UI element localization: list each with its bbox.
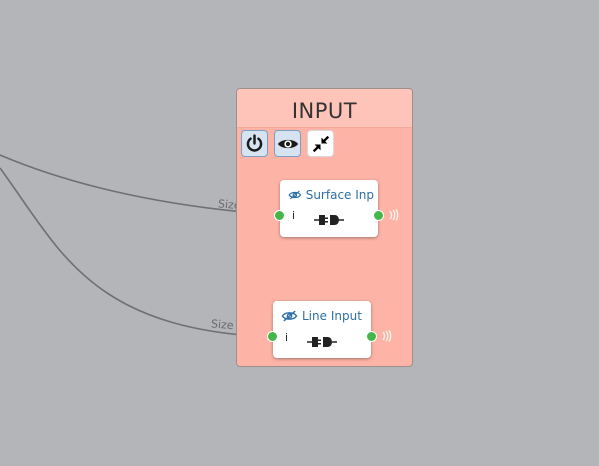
line-input-port-out[interactable] — [366, 331, 377, 342]
eye-slash-icon[interactable] — [288, 188, 302, 202]
group-title: INPUT — [237, 89, 412, 128]
power-toggle-button[interactable] — [241, 130, 268, 157]
visibility-toggle-button[interactable] — [274, 130, 301, 157]
group-toolbar — [241, 130, 334, 157]
collapse-button[interactable] — [307, 130, 334, 157]
input-port-label: i — [285, 331, 289, 344]
eye-icon — [277, 139, 298, 148]
input-port-label: i — [292, 209, 296, 222]
collapse-arrows-icon — [312, 135, 329, 152]
line-input-node[interactable]: Line Input i — [273, 301, 371, 358]
power-icon — [246, 134, 263, 152]
wire-to-surface-input[interactable] — [0, 154, 281, 216]
wire-to-line-input[interactable] — [0, 167, 274, 338]
node-title-text: Surface Inp — [305, 188, 374, 202]
node-title: Line Input — [281, 307, 367, 325]
signal-icon — [389, 209, 399, 221]
eye-slash-icon[interactable] — [281, 309, 298, 323]
input-group[interactable]: INPUT — [236, 88, 413, 367]
plug-icon — [314, 215, 344, 225]
surface-input-port-out[interactable] — [373, 210, 384, 221]
line-input-port-in[interactable] — [267, 331, 278, 342]
surface-input-node[interactable]: Surface Inp i — [280, 180, 378, 237]
plug-icon — [307, 337, 337, 347]
signal-icon — [382, 330, 392, 342]
node-title: Surface Inp — [288, 186, 374, 204]
node-title-text: Line Input — [302, 309, 362, 323]
surface-input-port-in[interactable] — [274, 210, 285, 221]
